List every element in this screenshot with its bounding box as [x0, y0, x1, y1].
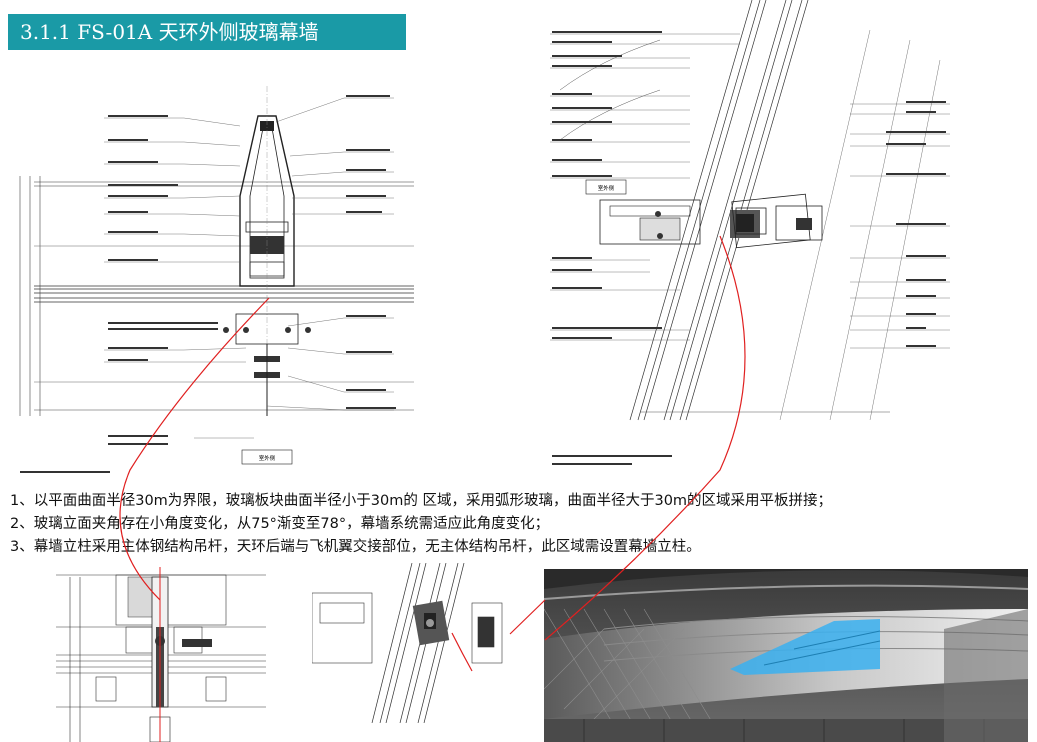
note-2: 2、玻璃立面夹角存在小角度变化，从75°渐变至78°，幕墙系统需适应此角度变化；: [10, 516, 550, 532]
render-svg: [544, 569, 1028, 742]
detail-drawing-left: [56, 567, 266, 742]
plan-caption: 室外侧: [259, 454, 276, 462]
detail-left-svg: [56, 567, 266, 742]
design-notes: 1、以平面曲面半径30m为界限，玻璃板块曲面半径小于30m的 区域，采用弧形玻璃…: [10, 490, 1030, 559]
plan-node-drawing: 室外侧: [14, 86, 444, 476]
section-title: 3.1.1 FS-01A 天环外侧玻璃幕墙: [20, 20, 319, 44]
note-1: 1、以平面曲面半径30m为界限，玻璃板块曲面半径小于30m的 区域，采用弧形玻璃…: [10, 493, 833, 509]
section-node-svg: 室外侧: [550, 0, 950, 465]
note-3: 3、幕墙立柱采用主体钢结构吊杆，天环后端与飞机翼交接部位，无主体结构吊杆，此区域…: [10, 539, 701, 555]
section-title-bar: 3.1.1 FS-01A 天环外侧玻璃幕墙: [8, 14, 406, 50]
detail-middle-svg: [312, 563, 503, 723]
detail-drawing-middle: [312, 563, 524, 723]
section-caption: 室外侧: [598, 184, 615, 192]
section-node-drawing: 室外侧: [540, 0, 970, 475]
facade-render: [544, 569, 1028, 742]
plan-node-svg: 室外侧: [19, 86, 414, 473]
